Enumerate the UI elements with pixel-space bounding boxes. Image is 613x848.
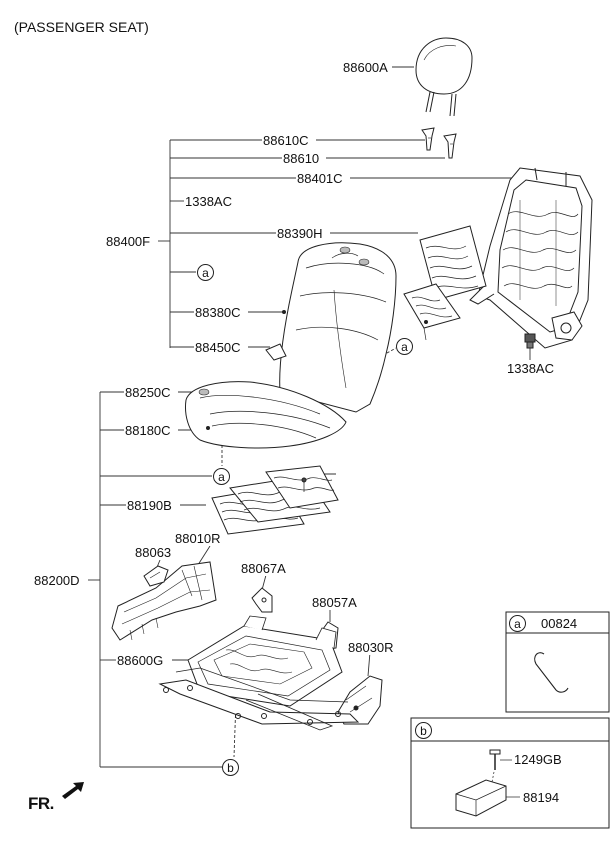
shield-cover-88030R — [337, 675, 383, 725]
part-label-1338AC-right: 1338AC — [506, 361, 555, 376]
callout-a-back: a — [396, 338, 413, 355]
part-label-88380C: 88380C — [194, 305, 242, 320]
diagram-title: (PASSENGER SEAT) — [14, 19, 149, 35]
part-label-88600A: 88600A — [342, 60, 389, 75]
part-label-88200D: 88200D — [33, 573, 81, 588]
part-label-88194: 88194 — [522, 790, 561, 805]
part-label-88450C: 88450C — [194, 340, 242, 355]
seatback-frame-88401C — [469, 167, 593, 349]
part-label-88180C: 88180C — [124, 423, 172, 438]
part-label-88067A: 88067A — [240, 561, 287, 576]
part-label-00824: 00824 — [540, 616, 579, 631]
part-label-88250C: 88250C — [124, 385, 172, 400]
inset-a-letter: a — [509, 615, 526, 632]
part-label-1249GB: 1249GB — [513, 752, 563, 767]
part-label-88063: 88063 — [134, 545, 173, 560]
seat-track-88600G — [158, 615, 360, 731]
inset-b-letter: b — [415, 722, 432, 739]
headrest-guides — [421, 127, 457, 159]
inset-b-box — [410, 717, 610, 829]
part-label-88600G: 88600G — [116, 653, 165, 668]
part-label-88400F: 88400F — [105, 234, 152, 249]
bolt-1338AC — [524, 333, 536, 349]
part-label-88030R: 88030R — [347, 640, 395, 655]
part-label-1338AC-left: 1338AC — [184, 194, 233, 209]
seatback-heater-pad-88390H — [403, 225, 487, 341]
bracket-88067A — [251, 587, 273, 613]
callout-a-lower: a — [213, 468, 230, 485]
part-label-88401C: 88401C — [296, 171, 344, 186]
side-shield-88010R — [111, 561, 217, 641]
part-label-88010R: 88010R — [174, 531, 222, 546]
knob-88063 — [143, 565, 169, 587]
seatback-cover-88380C — [265, 242, 397, 413]
headrest-88600A — [415, 37, 473, 117]
seat-heater-pad-88190B — [211, 465, 339, 535]
part-label-88390H: 88390H — [276, 226, 324, 241]
part-label-88190B: 88190B — [126, 498, 173, 513]
front-direction-label: FR. — [28, 794, 54, 813]
seat-cushion-cover-88250C — [185, 381, 347, 449]
front-arrow-icon — [62, 782, 84, 799]
part-label-88610: 88610 — [282, 151, 321, 166]
callout-a-upper: a — [197, 264, 214, 281]
part-label-88057A: 88057A — [311, 595, 358, 610]
part-label-88610C: 88610C — [262, 133, 310, 148]
callout-b: b — [222, 759, 239, 776]
